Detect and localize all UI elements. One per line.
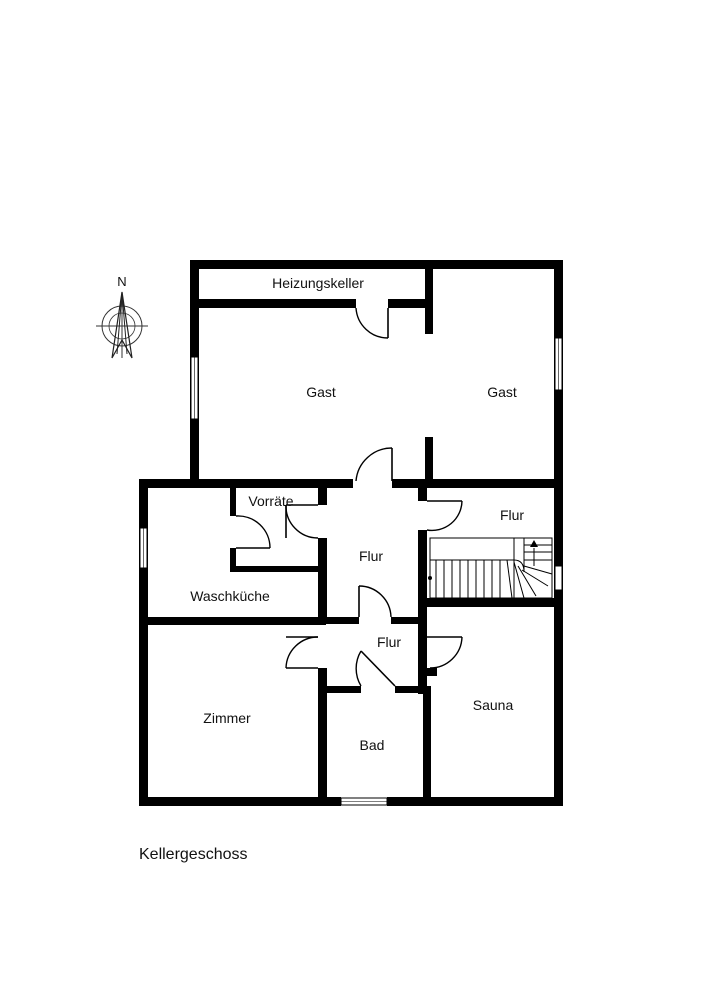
room-label-gast-right: Gast: [487, 384, 517, 400]
room-label-vorraete: Vorräte: [248, 493, 293, 509]
walls: [139, 260, 563, 806]
room-label-sauna: Sauna: [473, 697, 514, 713]
staircase: [428, 537, 553, 599]
room-label-flur-center: Flur: [359, 548, 383, 564]
room-label-heizungskeller: Heizungskeller: [272, 275, 364, 291]
room-label-zimmer: Zimmer: [203, 710, 251, 726]
floor-title: Kellergeschoss: [139, 846, 248, 863]
windows: [139, 337, 563, 806]
window-stair: [554, 565, 563, 591]
room-label-bad: Bad: [360, 737, 385, 753]
room-label-gast-left: Gast: [306, 384, 336, 400]
room-label-waschkueche: Waschküche: [190, 588, 270, 604]
doors: [235, 307, 463, 687]
room-label-flur-right: Flur: [500, 507, 524, 523]
compass-icon: N: [96, 274, 148, 359]
room-label-flur-lower: Flur: [377, 634, 401, 650]
compass-north-label: N: [117, 274, 126, 289]
